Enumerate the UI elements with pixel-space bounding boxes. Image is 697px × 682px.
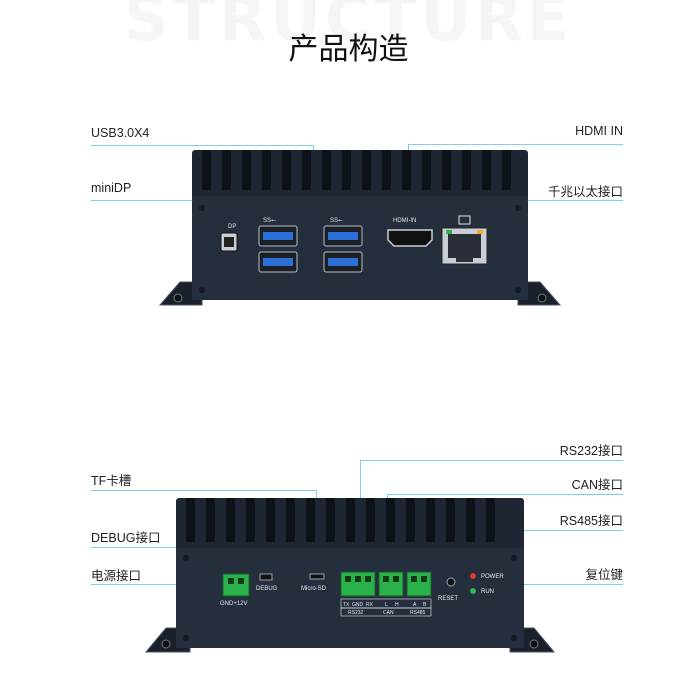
debug-text: DEBUG: [256, 586, 278, 592]
can-pin-h: H: [395, 602, 399, 608]
callout-debug: DEBUG接口: [91, 531, 161, 545]
page-title: 产品构造: [288, 32, 409, 67]
serial-terminal-block: [340, 571, 432, 597]
leader-usb3: [91, 145, 313, 146]
callout-reset: 复位键: [585, 568, 623, 582]
usb-logo-right-text: SS⭠: [330, 218, 343, 224]
hdmi-text: HDMI-IN: [393, 218, 416, 224]
usb-logo-left-text: SS⭠: [263, 218, 276, 224]
power-terminal-text: GND+12V: [220, 601, 248, 607]
back-heatsink-fins: [186, 498, 495, 542]
hdmi-port: [387, 229, 433, 247]
callout-rs485: RS485接口: [559, 514, 623, 528]
micro-sd-text: Micro-SD: [301, 586, 327, 592]
watermark-structure: STRUCTURE: [123, 0, 574, 55]
callout-gigabit-ethernet: 千兆以太接口: [547, 185, 623, 199]
reset-button: [446, 577, 456, 587]
leader-reset: [440, 584, 623, 585]
debug-port: [259, 573, 273, 581]
rs485-pin-b: B: [423, 602, 427, 608]
leader-hdmi: [408, 144, 623, 145]
usb-port-group: [258, 225, 363, 273]
callout-rs232: RS232接口: [559, 444, 623, 458]
rs485-pin-a: A: [413, 602, 417, 608]
run-led-text: RUN: [481, 589, 494, 595]
minidp-text: DP: [228, 224, 236, 230]
power-led: [470, 573, 476, 579]
rs232-pin-gnd: GND: [352, 602, 364, 608]
leader-minidp: [91, 200, 228, 201]
callout-can: CAN接口: [571, 478, 623, 492]
rs232-pin-tx: TX: [343, 602, 350, 608]
callout-usb3: USB3.0X4: [91, 126, 150, 140]
rs232-group-label: RS232: [348, 610, 364, 616]
callout-tf-slot: TF卡槽: [91, 474, 132, 488]
leader-ethernet: [463, 200, 623, 201]
front-chassis-diagram: DP SS⭠ SS⭠ HDMI-IN: [158, 150, 562, 306]
rs485-group-label: RS485: [410, 610, 426, 616]
group-label-row: [340, 607, 432, 617]
leader-can: [387, 494, 623, 495]
callout-hdmi-in: HDMI IN: [575, 124, 623, 138]
micro-sd-slot: [309, 573, 325, 580]
callout-power-port: 电源接口: [91, 569, 142, 583]
run-led: [470, 588, 476, 594]
leader-tf: [91, 490, 316, 491]
back-panel-plate: [176, 548, 524, 648]
power-led-text: POWER: [481, 574, 504, 580]
can-group-label: CAN: [383, 610, 394, 616]
callout-minidp: miniDP: [91, 181, 132, 195]
back-chassis-diagram: GND+12V DEBUG Micro-SD TX GND RX L H A B…: [144, 498, 556, 653]
can-pin-l: L: [385, 602, 388, 608]
network-icon: [458, 215, 471, 225]
front-heatsink-fins: [202, 150, 511, 190]
rs232-pin-rx: RX: [366, 602, 374, 608]
reset-text: RESET: [438, 596, 458, 602]
leader-power: [91, 584, 223, 585]
power-terminal: [222, 573, 250, 597]
leader-rs232: [360, 460, 623, 461]
